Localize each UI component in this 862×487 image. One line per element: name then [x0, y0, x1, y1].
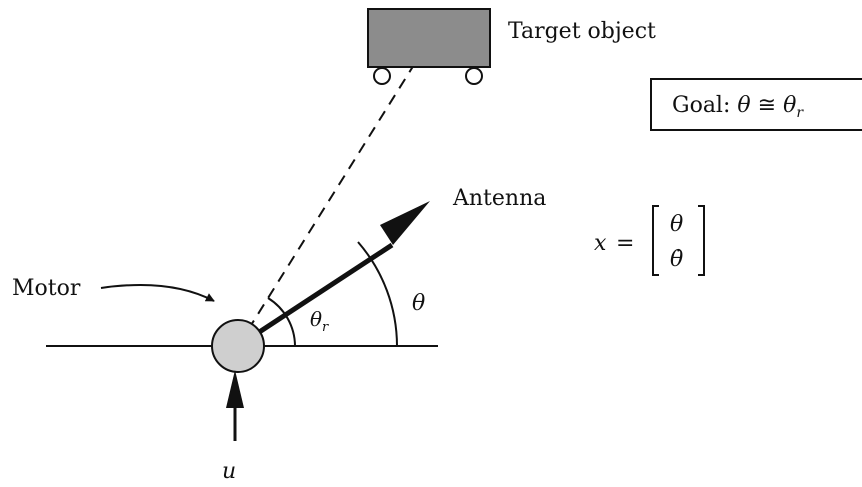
state-theta-dot-entry: θ̇ — [670, 247, 683, 272]
target-object-body — [367, 8, 491, 68]
state-left-bracket — [652, 205, 659, 276]
antenna-arrow — [236, 201, 430, 349]
goal-prefix: Goal: — [672, 93, 737, 118]
input-u-arrow-head — [226, 370, 244, 408]
goal-theta-r: θ — [783, 93, 796, 118]
target-object-label: Target object — [508, 19, 656, 44]
state-x-label: x — [594, 231, 607, 256]
antenna-arrow-head — [380, 201, 430, 245]
motor-hub — [211, 319, 265, 373]
goal-box — [650, 78, 862, 131]
antenna-label: Antenna — [452, 186, 546, 211]
angle-arc-theta-r — [267, 297, 296, 347]
state-vector: x = θ θ̇ — [594, 205, 705, 276]
angle-arc-theta — [357, 241, 398, 347]
goal-label: Goal: θ ≅ θr — [672, 93, 804, 121]
motor-label: Motor — [12, 276, 81, 301]
angle-theta-r-label: θr — [310, 307, 329, 335]
input-u-label: u — [222, 459, 236, 484]
line-of-sight-dashed — [237, 35, 433, 347]
angle-theta-label: θ — [412, 291, 425, 316]
target-object-wheel-right — [465, 67, 483, 85]
target-object-wheel-left — [373, 67, 391, 85]
target-object-cart — [367, 8, 491, 85]
angle-theta-r-subscript: r — [322, 320, 329, 335]
state-equals-sign: = — [616, 231, 634, 256]
goal-theta: θ — [737, 93, 750, 118]
antenna-arrow-shaft — [236, 242, 394, 349]
angle-theta-r-symbol: θ — [310, 307, 322, 331]
state-theta-entry: θ — [670, 212, 683, 237]
goal-theta-r-subscript: r — [796, 105, 804, 121]
goal-relation: ≅ — [751, 93, 783, 118]
state-right-bracket — [698, 205, 705, 276]
motor-pointer-curve — [100, 284, 215, 302]
